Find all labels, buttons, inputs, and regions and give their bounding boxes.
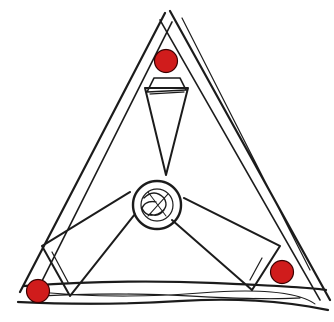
marker-top-red-dot-icon <box>155 50 178 73</box>
center-hub <box>133 181 181 229</box>
arm-top-joint <box>147 78 186 92</box>
frame-bottom-edge-bottom <box>18 300 328 310</box>
marker-bottom-left-red-dot-icon <box>27 280 50 303</box>
frame-left-edge-outer <box>20 13 165 292</box>
frame-right-edge-outer <box>170 11 330 300</box>
marker-bottom-right-red-dot-icon <box>271 261 294 284</box>
arm-left <box>42 192 135 296</box>
arm-top <box>145 88 188 175</box>
arms <box>42 78 280 296</box>
hub-circle <box>133 181 181 229</box>
frame-left-edge-inner <box>40 22 172 285</box>
frame-right-edge-inner2 <box>182 18 310 270</box>
hub-scribble-2 <box>148 192 168 216</box>
frame-right-edge-inner <box>160 20 320 300</box>
arm-right <box>172 198 280 290</box>
